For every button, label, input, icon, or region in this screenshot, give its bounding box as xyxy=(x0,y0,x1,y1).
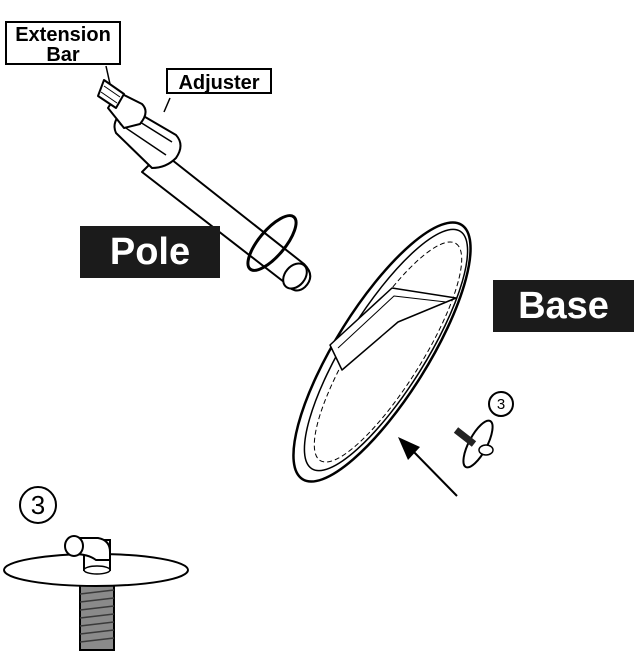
large-bolt-with-washer-icon xyxy=(3,535,189,651)
step-number-badge-small: 3 xyxy=(488,391,514,417)
pole-assembly-icon xyxy=(97,79,312,292)
extension-bar-label: Extension Bar xyxy=(5,21,121,65)
extension-bar-label-line1: Extension xyxy=(15,24,111,46)
insert-direction-arrow-icon xyxy=(398,437,458,497)
adjuster-label: Adjuster xyxy=(166,68,272,94)
base-label: Base xyxy=(493,280,634,332)
extension-bar-label-line2: Bar xyxy=(46,44,80,66)
adjuster-leader-line xyxy=(163,97,171,113)
step-number-badge-large: 3 xyxy=(19,486,57,524)
pole-label: Pole xyxy=(80,226,220,278)
base-disc-icon xyxy=(292,221,472,483)
small-bolt-with-washer-icon xyxy=(453,419,494,469)
extension-bar-leader-line xyxy=(105,65,111,85)
